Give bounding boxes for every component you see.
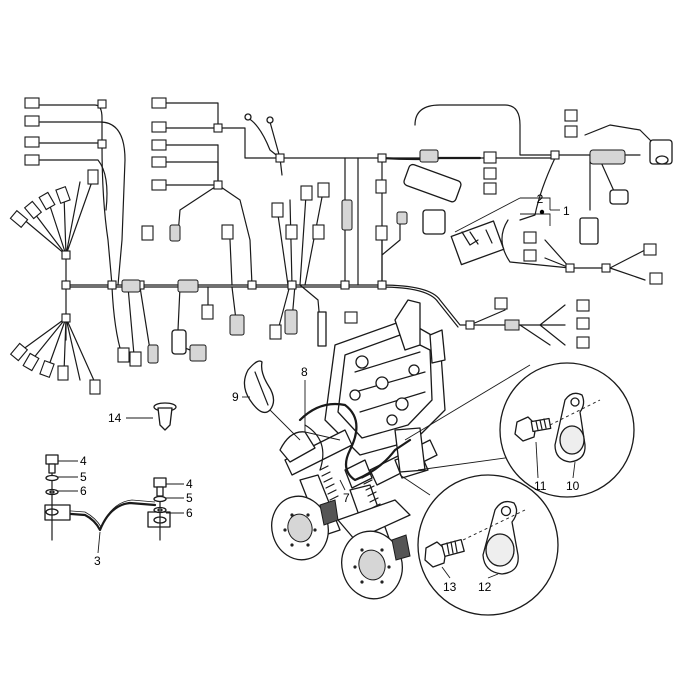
callout-5-right: 5	[186, 491, 193, 505]
callout-4-left: 4	[80, 454, 87, 468]
callout-10: 10	[566, 479, 580, 493]
callout-6-right: 6	[186, 506, 193, 520]
motorcycle-front-assembly	[271, 299, 446, 600]
callout-2: 2	[537, 192, 544, 206]
callout-5-left: 5	[80, 470, 87, 484]
junction-markers	[61, 99, 611, 330]
callout-13: 13	[443, 580, 457, 594]
callout-1: 1	[563, 204, 570, 218]
detail-circle-upper: 11 10	[404, 362, 635, 498]
callout-group-7-8: 8 7	[301, 365, 350, 505]
callout-11: 11	[534, 479, 547, 493]
callout-4-right: 4	[186, 477, 193, 491]
callout-7: 7	[343, 491, 350, 505]
callout-8: 8	[301, 365, 308, 379]
callout-6-left: 6	[80, 484, 87, 498]
push-rivet-part: 14	[108, 402, 177, 431]
connector-details	[121, 113, 673, 364]
cable-strap-part: 9	[232, 360, 301, 441]
callout-12: 12	[478, 580, 492, 594]
detail-circle-lower: 13 12	[399, 474, 559, 616]
callout-group-1-2: 2 1	[454, 192, 570, 233]
callout-14: 14	[108, 411, 122, 425]
callout-3: 3	[94, 554, 101, 568]
connector-tags	[9, 97, 663, 395]
ground-cable-assembly: 4 5 6 4 5 6 3	[44, 454, 193, 568]
callout-9: 9	[232, 390, 239, 404]
